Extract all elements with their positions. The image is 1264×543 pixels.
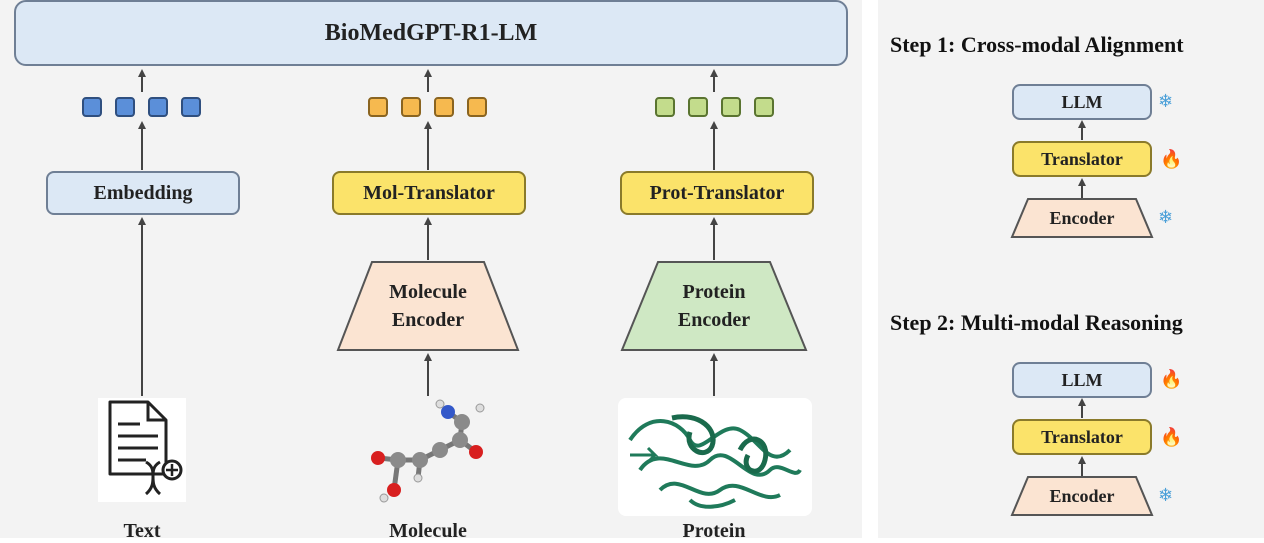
molecule-encoder-shape <box>336 261 520 351</box>
step1-translator-box: Translator <box>1012 141 1152 177</box>
step2-encoder-label: Encoder <box>1049 486 1115 506</box>
molecule-encoder-label: Molecule Encoder <box>389 281 467 331</box>
text-token <box>82 97 102 117</box>
molecule-token <box>368 97 388 117</box>
step2-encoder-shape <box>1010 476 1154 516</box>
llm-box: BioMedGPT-R1-LM <box>14 0 848 66</box>
protein-token <box>655 97 675 117</box>
snowflake-icon: ❄ <box>1158 91 1174 111</box>
fire-icon: 🔥 <box>1160 427 1183 447</box>
protein-encoder-label: Protein Encoder <box>677 281 751 331</box>
protein-encoder-shape <box>620 261 808 351</box>
protein-token <box>754 97 774 117</box>
text-token <box>148 97 168 117</box>
molecule-token <box>434 97 454 117</box>
step2-llm-box: LLM <box>1012 362 1152 398</box>
molecule-token <box>467 97 487 117</box>
snowflake-icon: ❄ <box>1158 207 1174 227</box>
step1-encoder-label: Encoder <box>1049 208 1115 228</box>
step2-title: Step 2: Multi-modal Reasoning <box>890 310 1183 335</box>
text-document-icon <box>98 398 186 502</box>
snowflake-icon: ❄ <box>1158 485 1174 505</box>
protein-token <box>688 97 708 117</box>
embedding-box: Embedding <box>46 171 240 215</box>
mol-translator-box: Mol-Translator <box>332 171 526 215</box>
fire-icon: 🔥 <box>1160 149 1183 169</box>
step1-llm-box: LLM <box>1012 84 1152 120</box>
protein-input-label: Protein <box>682 520 746 542</box>
molecule-input-label: Molecule <box>389 520 467 542</box>
protein-icon <box>618 398 812 516</box>
protein-token <box>721 97 741 117</box>
molecule-token <box>401 97 421 117</box>
fire-icon: 🔥 <box>1160 369 1183 389</box>
step1-title: Step 1: Cross-modal Alignment <box>890 32 1184 57</box>
text-token <box>115 97 135 117</box>
step2-translator-box: Translator <box>1012 419 1152 455</box>
text-input-label: Text <box>123 520 161 542</box>
molecule-icon <box>371 399 485 503</box>
prot-translator-box: Prot-Translator <box>620 171 814 215</box>
step1-encoder-shape <box>1010 198 1154 238</box>
text-token <box>181 97 201 117</box>
